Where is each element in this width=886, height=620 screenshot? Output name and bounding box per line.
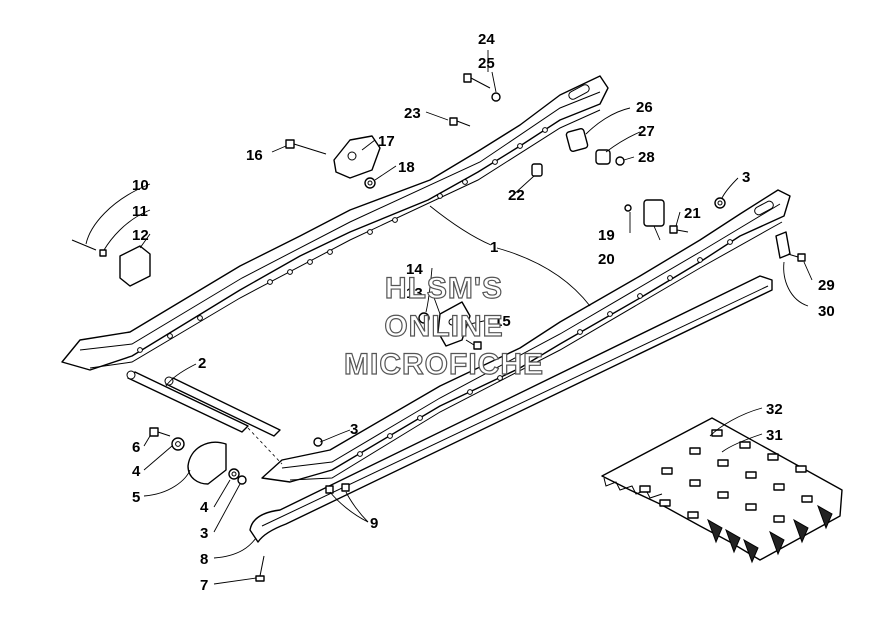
callout-25: 25 <box>478 55 495 72</box>
callout-12: 12 <box>132 227 149 244</box>
callout-8: 8 <box>200 551 208 568</box>
callout-14: 14 <box>406 261 423 278</box>
callout-30: 30 <box>818 303 835 320</box>
right-rail-holes <box>357 239 733 457</box>
watermark-line-1: HLSM'S <box>385 272 503 305</box>
spacer-27 <box>595 149 611 165</box>
callout-18: 18 <box>398 159 415 176</box>
nut-18 <box>364 177 376 189</box>
left-rail-holes <box>137 127 548 353</box>
bolt-21 <box>669 225 689 234</box>
callout-20: 20 <box>598 251 615 268</box>
washer-3-c <box>313 437 323 447</box>
bolt-23 <box>449 117 471 127</box>
callout-31: 31 <box>766 427 783 444</box>
callout-11: 11 <box>132 203 148 220</box>
left-rail <box>61 75 609 371</box>
right-rail <box>261 189 791 483</box>
callout-17: 17 <box>378 133 395 150</box>
bolt-9a <box>325 485 334 494</box>
washer-19 <box>624 204 632 212</box>
callout-16: 16 <box>246 147 263 164</box>
callout-22: 22 <box>508 187 525 204</box>
watermark-line-2: ONLINE <box>384 310 503 343</box>
callout-29: 29 <box>818 277 835 294</box>
bracket-30 <box>775 231 791 259</box>
nut-28 <box>615 156 625 166</box>
clip-11 <box>99 249 107 257</box>
nut-13 <box>418 312 430 324</box>
callout-19: 19 <box>598 227 615 244</box>
callout-3-mid: 3 <box>350 421 358 438</box>
callout-13: 13 <box>406 285 423 302</box>
callout-23: 23 <box>404 105 421 122</box>
washer-4 <box>171 437 185 451</box>
bolt-9b <box>341 483 350 492</box>
end-block-12 <box>119 245 151 287</box>
washer-4-b <box>228 468 240 480</box>
end-cap-5 <box>187 441 227 485</box>
bolt-6 <box>149 427 171 437</box>
bracket-14 <box>437 301 471 347</box>
screw-7 <box>255 555 265 582</box>
callout-27: 27 <box>638 123 655 140</box>
bolt-29 <box>787 253 806 262</box>
block-20 <box>643 199 665 227</box>
bolt-15 <box>465 339 482 350</box>
callout-3-low: 3 <box>200 525 208 542</box>
callout-15: 15 <box>494 313 511 330</box>
callout-2: 2 <box>198 355 206 372</box>
callout-1: 1 <box>490 239 498 256</box>
washer-3-top <box>714 197 726 209</box>
callout-4-b: 4 <box>200 499 209 516</box>
callout-24: 24 <box>478 31 495 48</box>
callout-28: 28 <box>638 149 655 166</box>
callout-6: 6 <box>132 439 140 456</box>
callout-labels: 24 25 23 26 17 27 16 28 18 10 3 22 11 21… <box>132 31 835 594</box>
callout-10: 10 <box>132 177 149 194</box>
callout-3-top: 3 <box>742 169 750 186</box>
callout-4: 4 <box>132 463 141 480</box>
callout-26: 26 <box>636 99 653 116</box>
leader-lines <box>85 50 813 585</box>
callout-21: 21 <box>684 205 701 222</box>
pin-10 <box>71 239 97 251</box>
callout-5: 5 <box>132 489 140 506</box>
bolt-24 <box>463 73 491 89</box>
callout-7: 7 <box>200 577 208 594</box>
watermark: HLSM'S ONLINE MICROFICHE <box>343 271 544 381</box>
watermark-line-3: MICROFICHE <box>344 348 544 381</box>
callout-9: 9 <box>370 515 378 532</box>
track-clips <box>639 429 813 523</box>
track-section <box>601 417 843 564</box>
spacer-22 <box>531 163 543 177</box>
bolt-16 <box>285 139 327 155</box>
bracket-17 <box>333 135 381 179</box>
callout-32: 32 <box>766 401 783 418</box>
block-26 <box>565 127 589 153</box>
washer-3-b <box>237 475 247 485</box>
washer-25 <box>491 92 501 102</box>
track-lugs <box>707 504 833 564</box>
